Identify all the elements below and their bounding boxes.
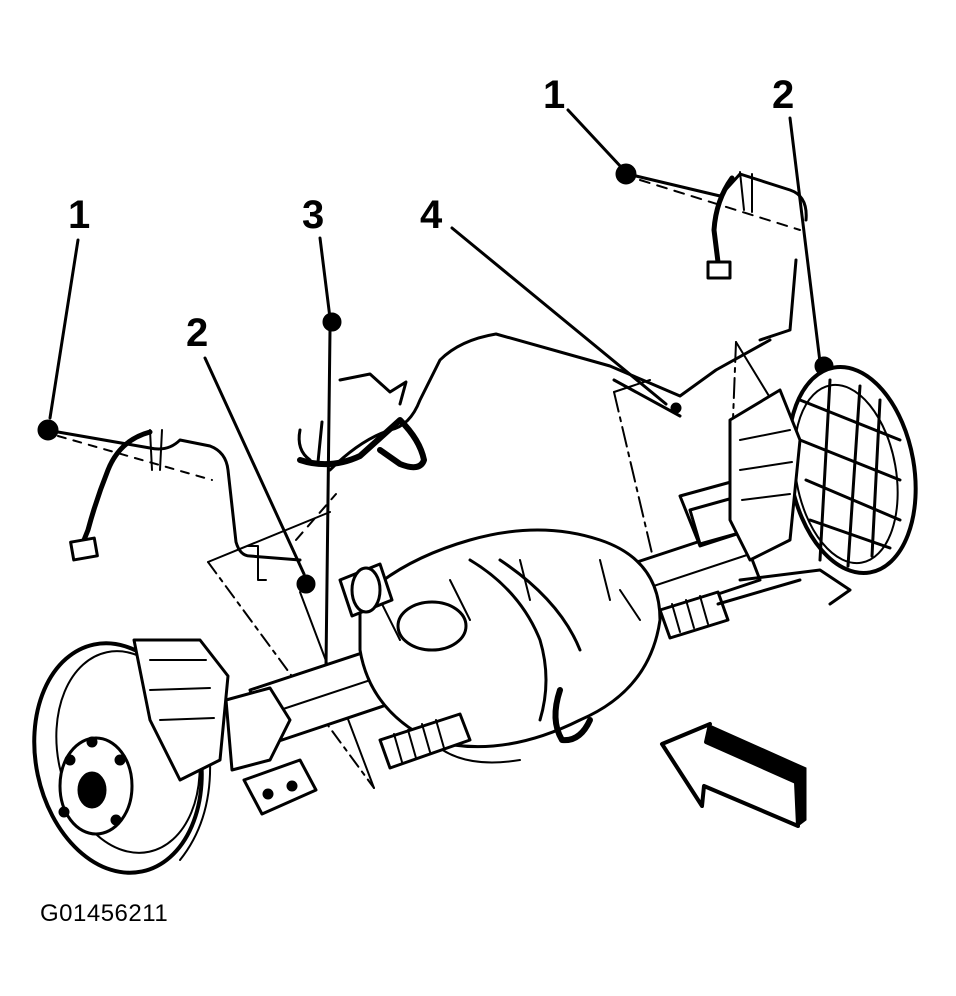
callout-3: 3 [302,193,324,237]
callout-4: 4 [420,193,443,237]
leader-1-left [48,238,80,420]
left-hose-bolt [296,574,316,594]
callout-2-left: 2 [186,311,208,355]
left-brake-hose [37,419,316,594]
right-knuckle [728,388,852,606]
right-brake-hose [615,163,834,376]
figure-id: G01456211 [40,900,169,927]
steering-boot [378,578,802,770]
forward-arrow-icon [660,722,807,828]
brake-pipe [295,312,772,668]
callout-2-right: 2 [772,73,794,117]
callout-1-left: 1 [68,193,90,237]
leader-2-left [203,356,306,576]
leader-3 [318,236,332,320]
left-hose-fitting [37,419,59,441]
pipe-clip-3 [322,312,342,332]
callout-1-right: 1 [543,73,565,117]
leader-1-right [566,108,624,170]
right-hose-fitting [615,163,637,185]
left-caliper [132,638,318,816]
leader-2-right [788,116,822,364]
differential [338,528,662,764]
